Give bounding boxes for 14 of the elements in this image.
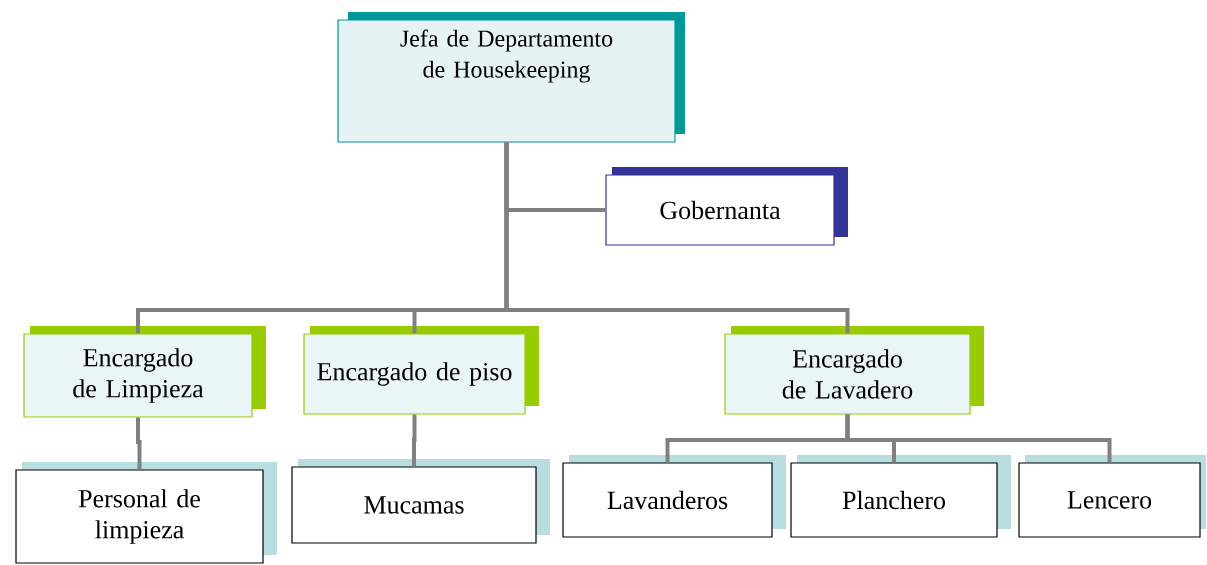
connector-line: [504, 142, 850, 334]
connector-line: [412, 414, 417, 467]
org-box: Personal de limpieza: [15, 462, 277, 564]
connector-line: [845, 414, 1112, 463]
org-box: Jefa de Departamento de Housekeeping: [337, 12, 685, 143]
org-box: Lavanderos: [562, 455, 786, 538]
org-box: Lencero: [1018, 455, 1206, 538]
org-box: Encargado de Lavadero: [724, 326, 984, 415]
org-box: Gobernanta: [605, 167, 848, 246]
connector-line: [136, 417, 142, 470]
org-box: Encargado de Limpieza: [23, 326, 266, 418]
org-box: Planchero: [790, 455, 1011, 538]
org-box: Mucamas: [291, 459, 550, 544]
org-box: Encargado de piso: [303, 326, 539, 415]
